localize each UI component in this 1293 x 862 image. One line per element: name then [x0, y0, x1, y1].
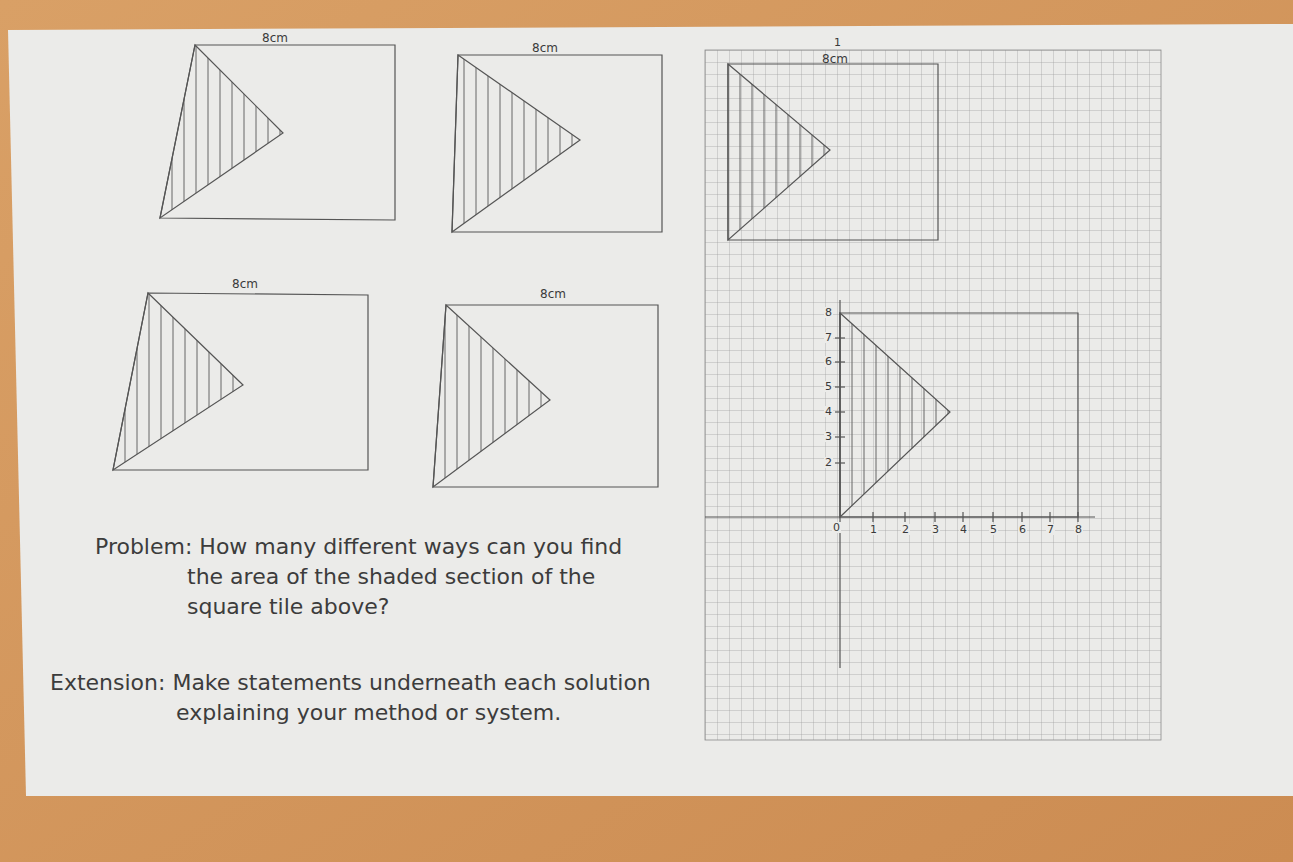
hatching	[464, 50, 572, 237]
tick	[1049, 512, 1050, 522]
tick	[992, 512, 993, 522]
tick	[835, 436, 845, 437]
axis-number: 3	[824, 431, 833, 442]
dimension-label: 8cm	[532, 42, 558, 54]
axis-number: 5	[824, 381, 833, 392]
shaded-triangle	[452, 55, 580, 232]
worksheet-text: Problem: How many different ways can you…	[95, 532, 657, 622]
tick	[872, 512, 873, 522]
tick	[962, 512, 963, 522]
shaded-triangle	[433, 305, 550, 487]
hatching	[125, 288, 233, 475]
axis-number: 7	[1046, 524, 1055, 535]
axis-number: 2	[901, 524, 910, 535]
square-tile	[728, 64, 938, 240]
axis-number: 1	[869, 524, 878, 535]
axis-number: 4	[824, 406, 833, 417]
axis-number: 7	[824, 332, 833, 343]
axis-number: 2	[824, 457, 833, 468]
axis-number: 6	[1018, 524, 1027, 535]
axis-number: 0	[832, 522, 841, 533]
axis-number: 4	[959, 524, 968, 535]
paper-sheet	[8, 24, 1293, 796]
worksheet-text: Extension: Make statements underneath ea…	[50, 668, 696, 728]
square-tile	[113, 293, 368, 470]
hatching	[852, 308, 948, 522]
square-tile	[452, 55, 662, 232]
axis-number: 8	[824, 307, 833, 318]
dimension-label: 8cm	[822, 53, 848, 65]
hatching	[445, 300, 541, 492]
shaded-triangle	[840, 313, 950, 517]
dimension-label: 8cm	[262, 32, 288, 44]
shaded-triangle	[113, 293, 243, 470]
axis-number: 6	[824, 356, 833, 367]
shaded-triangle	[160, 45, 283, 218]
hatching	[740, 59, 824, 245]
x-axis	[705, 516, 1095, 517]
tick	[1021, 512, 1022, 522]
square-tile	[160, 45, 395, 220]
axis-number: 1	[833, 37, 842, 48]
graph-paper	[705, 50, 1161, 740]
tick	[1077, 512, 1078, 522]
y-axis	[839, 300, 840, 668]
tick	[835, 337, 845, 338]
axis-number: 8	[1074, 524, 1083, 535]
shaded-triangle	[728, 64, 830, 240]
axis-number: 5	[989, 524, 998, 535]
dimension-label: 8cm	[232, 278, 258, 290]
axis-number: 3	[931, 524, 940, 535]
tick	[835, 361, 845, 362]
tick	[904, 512, 905, 522]
tick	[934, 512, 935, 522]
square-tile	[433, 305, 658, 487]
hatching	[172, 40, 280, 223]
tick	[835, 411, 845, 412]
tick	[835, 462, 845, 463]
tick	[835, 386, 845, 387]
dimension-label: 8cm	[540, 288, 566, 300]
